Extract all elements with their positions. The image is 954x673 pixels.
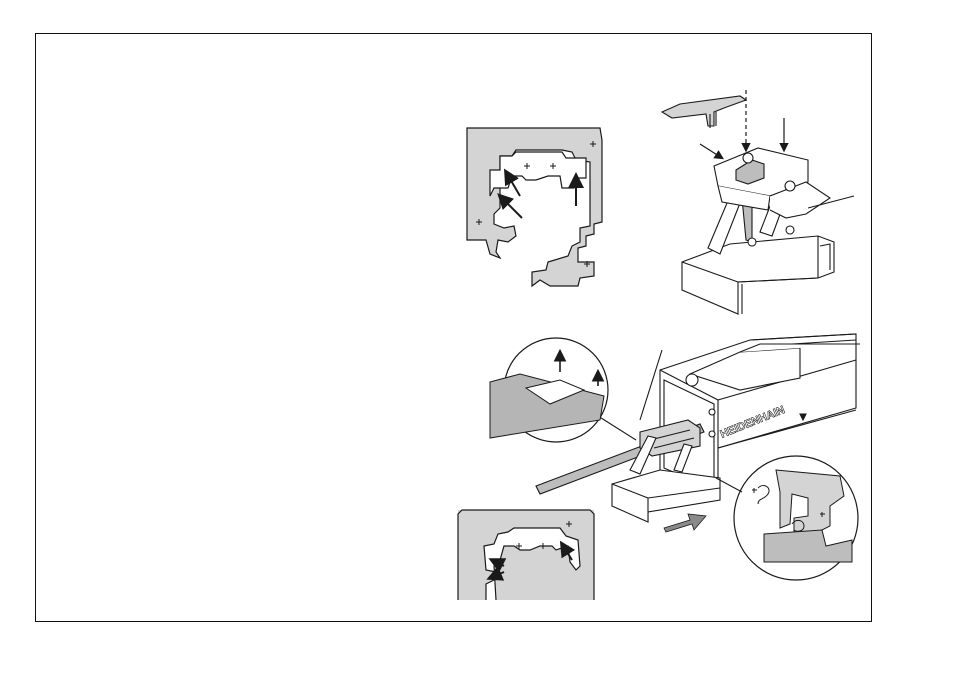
scale-housing xyxy=(535,333,860,523)
page-frame xyxy=(35,33,872,622)
detail-circle-profile xyxy=(715,455,859,581)
arrow-up-icon xyxy=(497,193,523,219)
clip-part xyxy=(660,95,748,127)
arrow-left-icon xyxy=(488,558,507,573)
detail-circle-tape xyxy=(489,337,609,443)
base-block xyxy=(681,235,835,315)
profile-cross-section-bottom xyxy=(457,509,595,601)
profile-cross-section-top xyxy=(466,127,603,288)
profile-top-arrows xyxy=(497,168,584,219)
plus-mark-icon xyxy=(752,488,825,517)
arrow-left-icon xyxy=(486,565,505,581)
arrow-up-icon xyxy=(503,168,521,197)
profile-bottom-plus-marks xyxy=(516,521,572,549)
arrow-right-icon xyxy=(663,513,707,533)
arrow-up-icon xyxy=(559,540,576,561)
arrow-down-icon xyxy=(699,143,725,160)
profile-top-plus-marks xyxy=(476,141,596,267)
mounting-aid-assembly xyxy=(660,95,855,315)
profile-bottom-arrows xyxy=(486,540,576,581)
assembly-arrows xyxy=(699,90,789,160)
